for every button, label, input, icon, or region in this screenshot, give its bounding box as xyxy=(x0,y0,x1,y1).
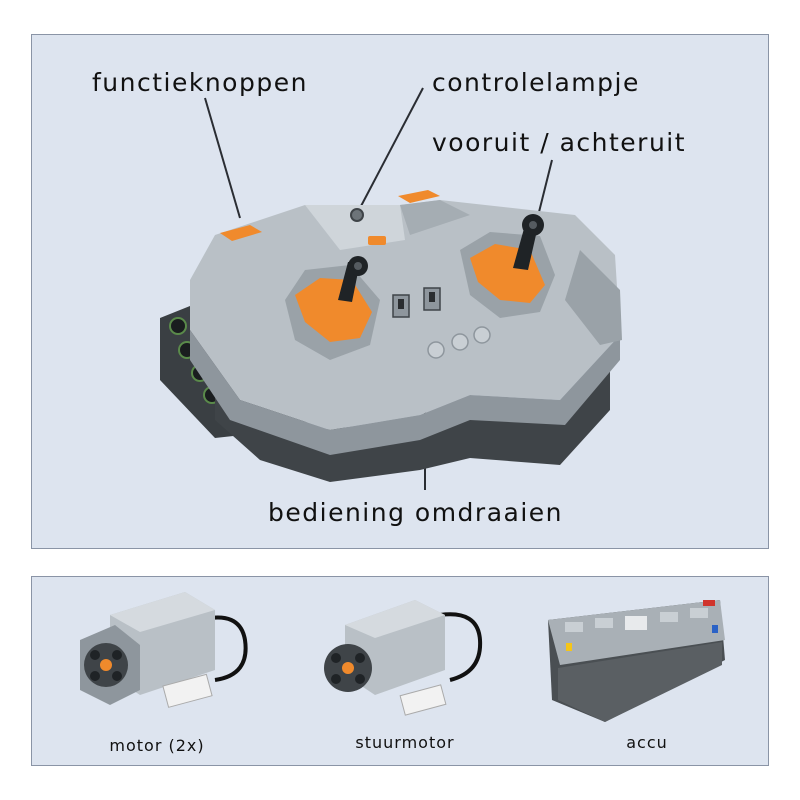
right-lever xyxy=(513,225,538,270)
leader-indicator-light xyxy=(359,87,424,209)
leader-function-buttons xyxy=(204,97,241,219)
label-forward-backward: vooruit / achteruit xyxy=(432,128,687,157)
component-label-motor: motor (2x) xyxy=(109,736,205,755)
steering-motor-image xyxy=(324,600,483,716)
component-label-battery: accu xyxy=(626,733,668,752)
indicator-light xyxy=(350,208,364,222)
motor-image xyxy=(80,592,248,708)
battery-image xyxy=(548,600,725,722)
label-function-buttons: functieknoppen xyxy=(92,68,308,97)
label-indicator-light: controlelampje xyxy=(432,68,640,97)
component-label-steering-motor: stuurmotor xyxy=(355,733,455,752)
function-button-right xyxy=(398,190,440,203)
indicator-orange-button xyxy=(368,236,386,245)
reverse-switches xyxy=(392,287,441,318)
label-reverse-control: bediening omdraaien xyxy=(268,498,564,527)
function-button-left xyxy=(220,225,262,241)
